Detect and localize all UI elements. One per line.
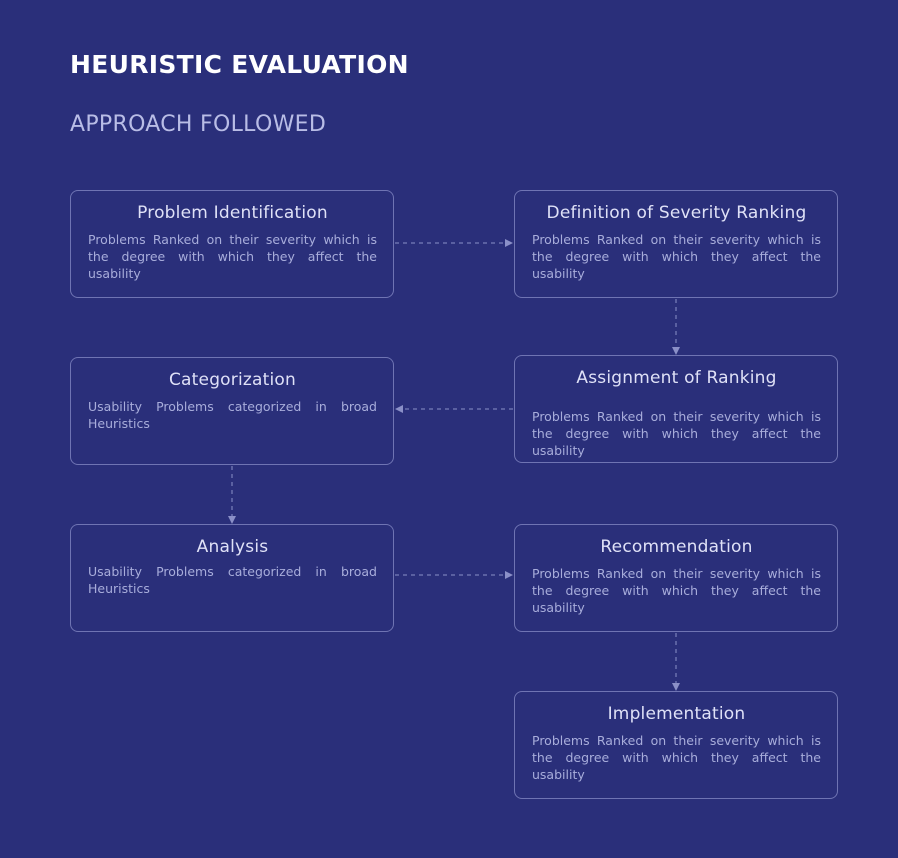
step-recommendation: Recommendation Problems Ranked on their … (514, 524, 838, 632)
step-title: Recommendation (600, 537, 753, 557)
step-title: Definition of Severity Ranking (546, 203, 807, 223)
step-description: Problems Ranked on their severity which … (532, 733, 821, 782)
step-definition-of-severity-ranking: Definition of Severity Ranking Problems … (514, 190, 838, 298)
step-implementation: Implementation Problems Ranked on their … (514, 691, 838, 799)
step-title: Categorization (168, 370, 297, 390)
page-title: HEURISTIC EVALUATION (70, 50, 409, 79)
step-description: Usability Problems categorized in broad … (88, 399, 377, 431)
step-assignment-of-ranking: Assignment of Ranking Problems Ranked on… (514, 355, 838, 463)
step-analysis: Analysis Usability Problems categorized … (70, 524, 394, 632)
step-title: Problem Identification (137, 203, 328, 223)
page-subtitle: APPROACH FOLLOWED (70, 112, 327, 137)
step-categorization: Categorization Usability Problems catego… (70, 357, 394, 465)
step-description: Problems Ranked on their severity which … (532, 566, 821, 615)
step-title: Assignment of Ranking (576, 368, 777, 388)
step-description: Problems Ranked on their severity which … (532, 409, 821, 458)
step-description: Usability Problems categorized in broad … (88, 564, 377, 596)
step-description: Problems Ranked on their severity which … (88, 232, 377, 281)
step-description: Problems Ranked on their severity which … (532, 232, 821, 281)
step-title: Analysis (196, 537, 269, 557)
step-problem-identification: Problem Identification Problems Ranked o… (70, 190, 394, 298)
step-title: Implementation (607, 704, 746, 724)
